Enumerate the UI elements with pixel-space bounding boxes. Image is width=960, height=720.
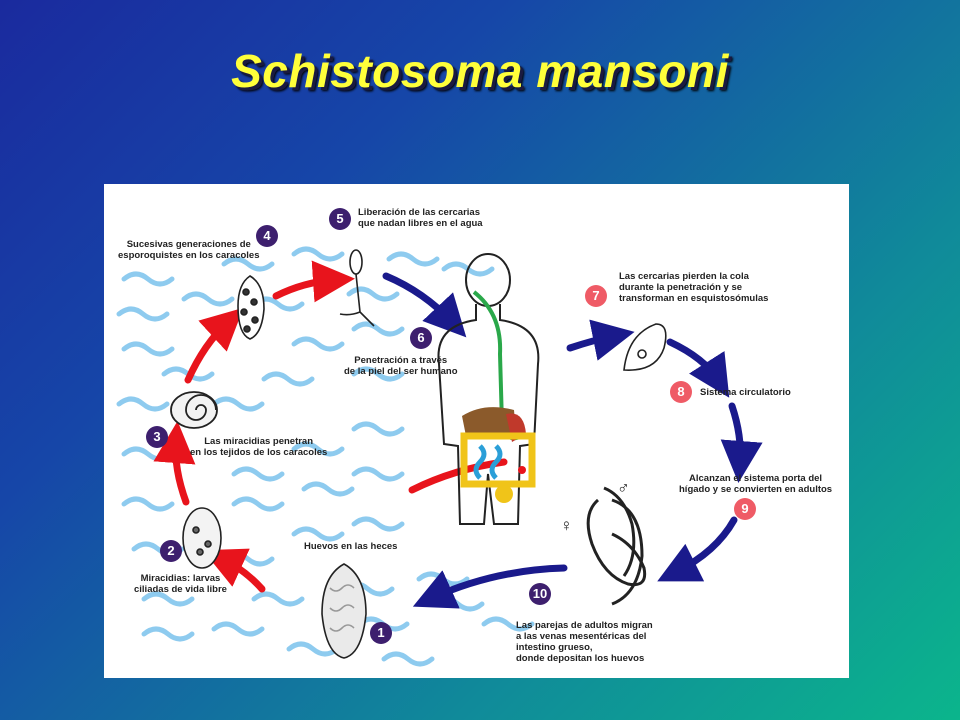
arrow-10-to-1 bbox=[412, 564, 568, 609]
step-9-label: Alcanzan el sistema porta del hígado y s… bbox=[679, 473, 833, 495]
male-symbol: ♂ bbox=[617, 478, 630, 497]
step-7-label: Las cercarias pierden la cola durante la… bbox=[619, 271, 769, 304]
step-4-label: Sucesivas generaciones de esporoquistes … bbox=[118, 239, 260, 261]
schistosomulum-icon bbox=[623, 323, 667, 371]
step-8-badge: 8 bbox=[670, 381, 692, 403]
cercaria-icon bbox=[339, 249, 375, 327]
step-2-badge: 2 bbox=[160, 540, 182, 562]
arrow-1-to-2 bbox=[202, 548, 266, 593]
step-6-badge: 6 bbox=[410, 327, 432, 349]
arrow-2-to-3 bbox=[153, 421, 196, 506]
step-1-label: Huevos en las heces bbox=[304, 541, 398, 552]
digestive-organs bbox=[460, 290, 536, 503]
arrow-9-to-10 bbox=[657, 516, 738, 582]
arrow-8-to-9 bbox=[720, 402, 763, 483]
step-10-label: Las parejas de adultos migran a las vena… bbox=[516, 620, 653, 664]
adult-worms-icon bbox=[586, 486, 647, 606]
step-7-badge: 7 bbox=[585, 285, 607, 307]
step-5-badge: 5 bbox=[329, 208, 351, 230]
step-2-label: Miracidias: larvas ciliadas de vida libr… bbox=[134, 573, 227, 595]
slide-title: Schistosoma mansoni bbox=[231, 45, 729, 97]
life-cycle-diagram: 1 2 3 4 5 6 7 8 9 10 Huevos en las heces… bbox=[104, 184, 849, 678]
step-3-badge: 3 bbox=[146, 426, 168, 448]
step-10-badge: 10 bbox=[529, 583, 551, 605]
step-1-badge: 1 bbox=[370, 622, 392, 644]
step-9-badge: 9 bbox=[734, 498, 756, 520]
step-8-label: Sistema circulatorio bbox=[700, 387, 791, 398]
female-symbol: ♀ bbox=[560, 516, 573, 535]
step-6-label: Penetración a través de la piel del ser … bbox=[344, 355, 458, 377]
sporocyst-icon bbox=[237, 275, 265, 340]
arrow-7-to-8 bbox=[666, 338, 730, 398]
arrow-4-to-5 bbox=[272, 260, 355, 303]
arrow-6-to-7 bbox=[566, 319, 635, 361]
step-3-label: Las miracidias penetran en los tejidos d… bbox=[190, 436, 328, 458]
egg-icon bbox=[321, 563, 367, 659]
water-waves bbox=[116, 246, 535, 667]
arrow-5-to-6 bbox=[382, 272, 467, 338]
step-5-label: Liberación de las cercarias que nadan li… bbox=[358, 207, 483, 229]
snail-icon bbox=[170, 391, 218, 429]
arrow-3-to-4 bbox=[184, 307, 244, 384]
miracidium-icon bbox=[182, 507, 222, 569]
step-4-badge: 4 bbox=[256, 225, 278, 247]
diagram-canvas bbox=[116, 246, 763, 667]
blue-arrows bbox=[382, 272, 763, 609]
